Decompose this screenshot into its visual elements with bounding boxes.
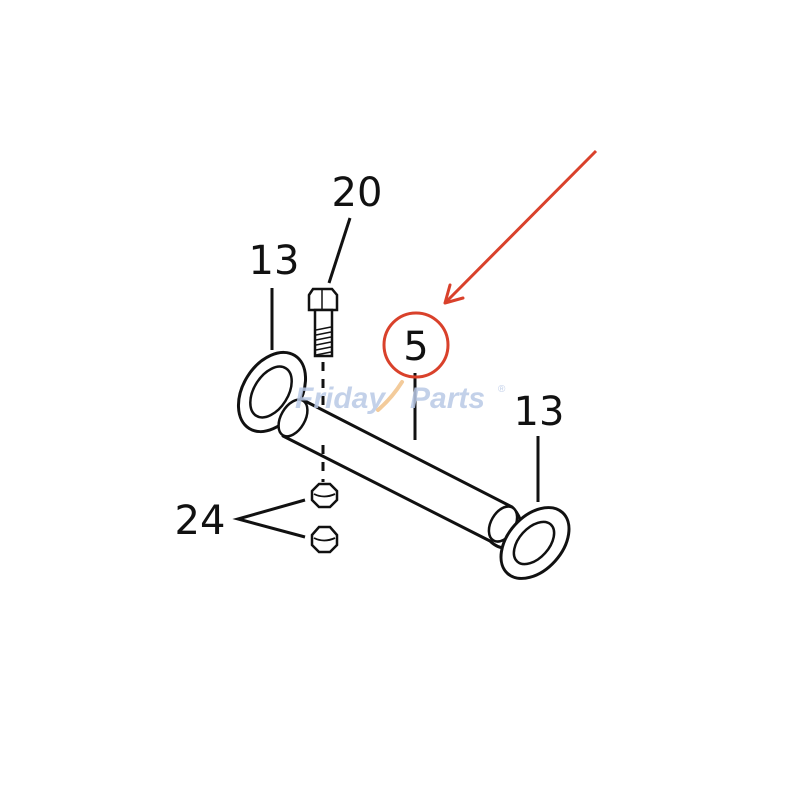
friday-parts-watermark: Friday Parts ® [295, 380, 506, 415]
callout-washer-left: 13 [249, 238, 300, 284]
watermark-swoosh-icon [376, 380, 404, 412]
watermark-brand-part2: Parts [410, 382, 485, 415]
highlight-annotation [382, 149, 598, 379]
pin-shaft [277, 398, 524, 550]
callout-nuts: 24 [175, 498, 226, 544]
nut-lower [310, 525, 339, 554]
highlight-circle [382, 311, 450, 379]
nut-upper [310, 482, 339, 509]
bolt [307, 287, 339, 358]
washer-right [499, 506, 571, 580]
leader-bolt [327, 217, 352, 284]
watermark-brand-part1: Friday [295, 382, 386, 415]
callout-washer-right: 13 [514, 389, 565, 435]
callout-pin: 5 [403, 324, 428, 370]
washer-left [236, 350, 308, 434]
highlight-arrow-shaft [443, 149, 598, 305]
leader-nuts [232, 498, 306, 539]
highlight-arrow-head-icon [443, 283, 465, 305]
callout-bolt: 20 [332, 170, 383, 216]
watermark-registered-mark: ® [498, 384, 506, 395]
